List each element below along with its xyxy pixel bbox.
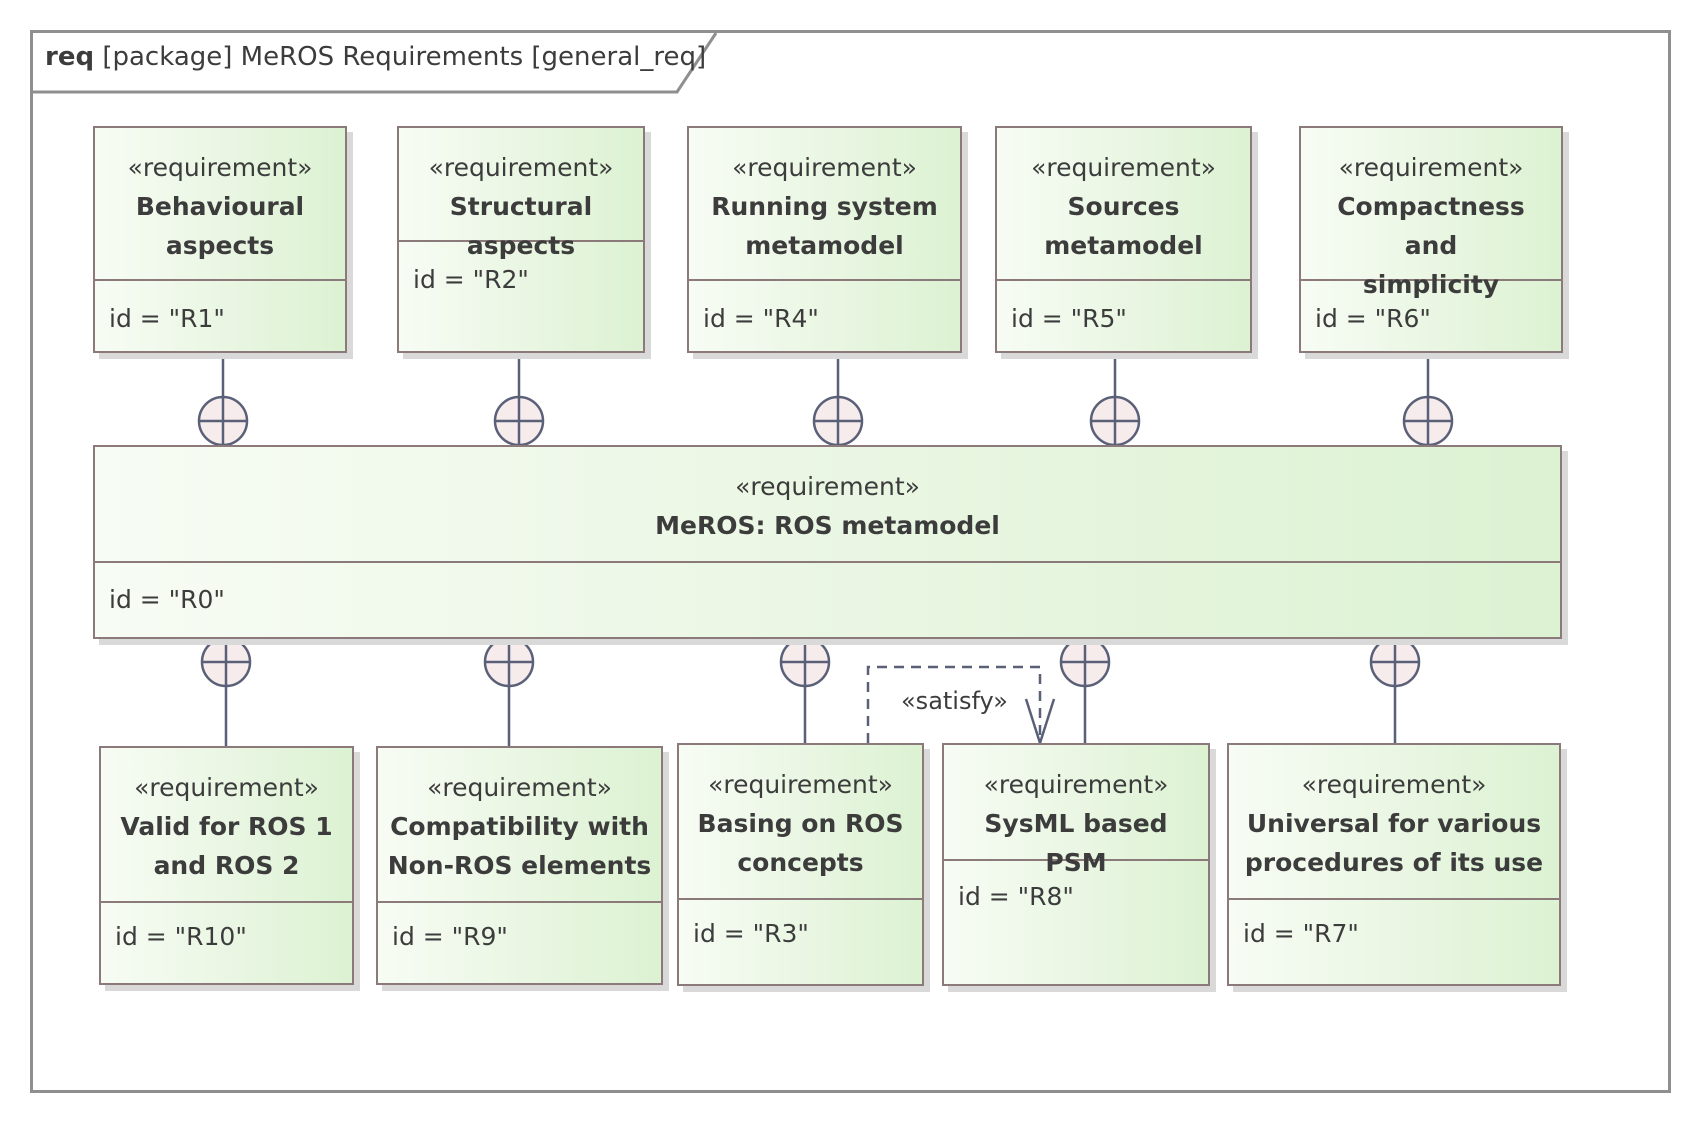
requirement-name-line2: procedures of its use xyxy=(1244,848,1544,877)
requirement-name-line2: metamodel xyxy=(1044,231,1203,260)
requirement-name-line2: Non-ROS elements xyxy=(387,851,652,880)
requirement-r9[interactable]: «requirement» Compatibility with Non-ROS… xyxy=(376,746,663,985)
requirement-r7[interactable]: «requirement» Universal for various proc… xyxy=(1227,743,1561,986)
satisfy-dashed-line xyxy=(866,665,1042,743)
frame-tab-border xyxy=(31,32,718,94)
requirement-name: Structural aspects xyxy=(449,192,593,260)
requirement-id: id = "R1" xyxy=(109,304,225,333)
package-frame xyxy=(30,30,1671,1093)
containment-icon-r3 xyxy=(779,636,831,688)
frame-title-text: [package] MeROS Requirements [general_re… xyxy=(102,42,707,72)
requirement-id: id = "R10" xyxy=(115,922,247,951)
requirement-name: Running system xyxy=(711,192,938,221)
requirement-id: id = "R6" xyxy=(1315,304,1431,333)
requirement-name: Sources xyxy=(1067,192,1180,221)
requirement-name-line2: aspects xyxy=(165,231,275,260)
requirement-id: id = "R9" xyxy=(392,922,508,951)
requirement-name: SysML based PSM xyxy=(984,809,1168,877)
requirement-r8[interactable]: «requirement» SysML based PSM id = "R8" xyxy=(942,743,1210,986)
requirement-r3[interactable]: «requirement» Basing on ROS concepts id … xyxy=(677,743,924,986)
stereotype-label: «requirement» xyxy=(1031,153,1216,182)
frame-kind: req xyxy=(45,42,95,72)
requirement-name: Valid for ROS 1 xyxy=(120,812,333,841)
stereotype-label: «requirement» xyxy=(708,770,893,799)
containment-icon-r10 xyxy=(200,636,252,688)
stereotype-label: «requirement» xyxy=(428,153,614,182)
requirement-id: id = "R2" xyxy=(413,265,529,294)
requirement-r6[interactable]: «requirement» Compactness and simplicity… xyxy=(1299,126,1563,353)
requirement-r2[interactable]: «requirement» Structural aspects id = "R… xyxy=(397,126,645,353)
frame-title: req [package] MeROS Requirements [genera… xyxy=(45,42,706,72)
requirement-id: id = "R5" xyxy=(1011,304,1127,333)
requirement-name: Compatibility with xyxy=(390,812,649,841)
requirement-id: id = "R3" xyxy=(693,919,809,948)
requirement-r10[interactable]: «requirement» Valid for ROS 1 and ROS 2 … xyxy=(99,746,354,985)
requirement-name: Basing on ROS xyxy=(697,809,904,838)
containment-icon-r1 xyxy=(197,395,249,447)
requirement-name: MeROS: ROS metamodel xyxy=(655,511,1000,540)
requirement-r0[interactable]: «requirement» MeROS: ROS metamodel id = … xyxy=(93,445,1562,639)
stereotype-label: «requirement» xyxy=(983,770,1169,799)
containment-icon-r8 xyxy=(1059,636,1111,688)
containment-icon-r6 xyxy=(1402,395,1454,447)
requirement-name-line2: simplicity xyxy=(1362,270,1500,299)
requirement-name-line2: and ROS 2 xyxy=(153,851,300,880)
containment-icon-r5 xyxy=(1089,395,1141,447)
requirement-id: id = "R4" xyxy=(703,304,819,333)
requirement-r5[interactable]: «requirement» Sources metamodel id = "R5… xyxy=(995,126,1252,353)
stereotype-label: «requirement» xyxy=(1301,770,1487,799)
requirement-name-line2: concepts xyxy=(737,848,864,877)
stereotype-label: «requirement» xyxy=(1338,153,1524,182)
requirement-name-line2: metamodel xyxy=(745,231,904,260)
requirement-name: Compactness and xyxy=(1337,192,1525,260)
satisfy-label: «satisfy» xyxy=(901,687,1008,715)
containment-icon-r4 xyxy=(812,395,864,447)
requirement-id: id = "R8" xyxy=(958,882,1074,911)
requirement-id: id = "R7" xyxy=(1243,919,1359,948)
satisfy-arrowhead xyxy=(1024,698,1056,748)
requirement-r4[interactable]: «requirement» Running system metamodel i… xyxy=(687,126,962,353)
requirement-id: id = "R0" xyxy=(109,585,225,614)
containment-icon-r9 xyxy=(483,636,535,688)
stereotype-label: «requirement» xyxy=(127,153,313,182)
containment-icon-r7 xyxy=(1369,636,1421,688)
stereotype-label: «requirement» xyxy=(735,472,920,501)
containment-icon-r2 xyxy=(493,395,545,447)
stereotype-label: «requirement» xyxy=(732,153,917,182)
stereotype-label: «requirement» xyxy=(427,773,612,802)
requirement-name: Behavioural xyxy=(135,192,305,221)
requirement-r1[interactable]: «requirement» Behavioural aspects id = "… xyxy=(93,126,347,353)
stereotype-label: «requirement» xyxy=(134,773,319,802)
requirement-name: Universal for various xyxy=(1246,809,1542,838)
